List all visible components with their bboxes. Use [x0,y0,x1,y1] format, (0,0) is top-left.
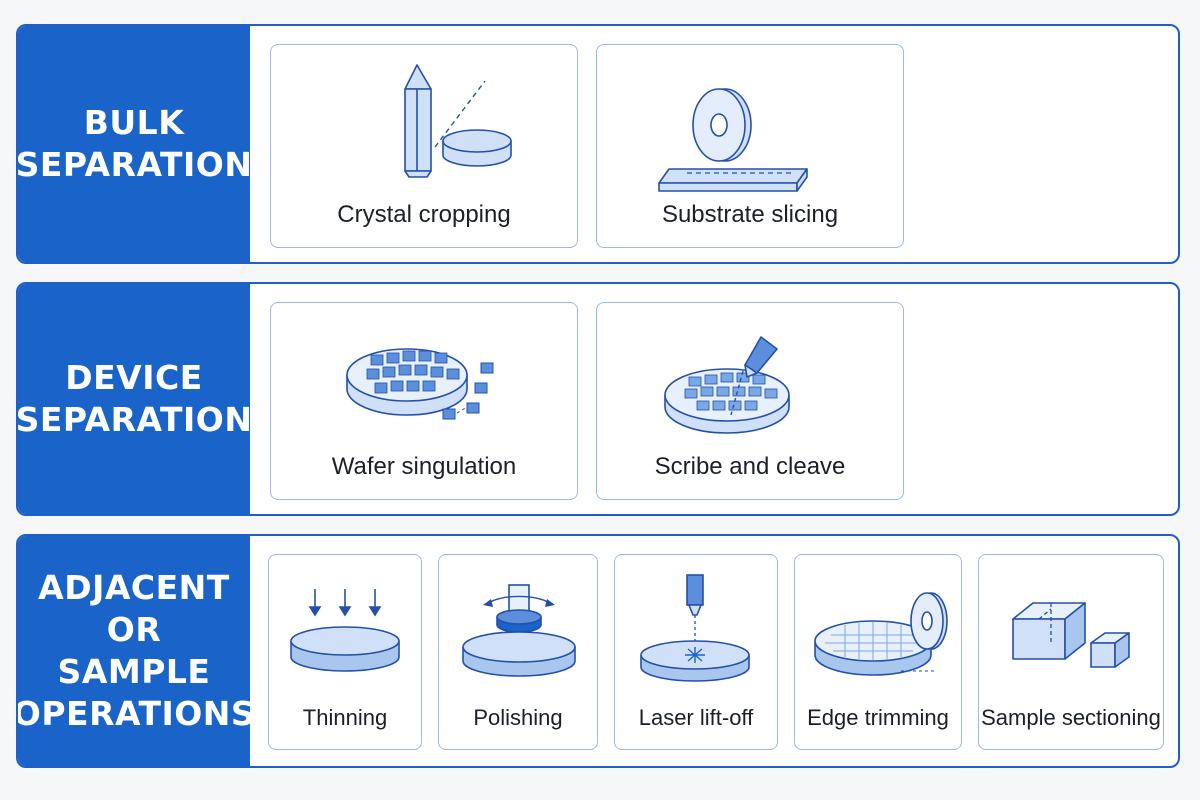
edge-trim-wheel-icon [814,592,948,676]
card-edge-trimming[interactable]: Edge trimming [794,554,962,750]
saw-blade-slicing-icon [658,88,808,192]
card-label: Wafer singulation [331,453,517,480]
card-label: Crystal cropping [337,201,511,228]
row-title-box: BULK SEPARATION [16,26,253,262]
row-title: ADJACENT OR SAMPLE OPERATIONS [16,567,256,734]
card-substrate-slicing[interactable]: Substrate slicing [596,44,904,248]
card-label: Laser lift-off [638,705,754,730]
row-device-separation: DEVICE SEPARATION [16,282,1180,516]
card-label: Polishing [473,705,563,730]
cube-section-icon [1012,602,1130,668]
card-laser-lift-off[interactable]: Laser lift-off [614,554,778,750]
card-thinning[interactable]: Thinning [268,554,422,750]
card-polishing[interactable]: Polishing [438,554,598,750]
card-label: Thinning [302,705,388,730]
card-label: Edge trimming [807,705,949,730]
card-label: Scribe and cleave [654,453,846,480]
card-wafer-singulation[interactable]: Wafer singulation [270,302,578,500]
polishing-head-icon [462,584,576,677]
laser-beam-icon [640,574,750,682]
card-scribe-and-cleave[interactable]: Scribe and cleave [596,302,904,500]
thinning-arrows-disc-icon [290,589,400,672]
scribe-pen-wafer-icon [664,336,790,434]
row-title-box: ADJACENT OR SAMPLE OPERATIONS [18,536,255,766]
crystal-ingot-icon [404,64,512,178]
card-label: Substrate slicing [661,201,839,228]
row-title: DEVICE SEPARATION [16,357,253,439]
wafer-dice-icon [346,348,494,420]
card-sample-sectioning[interactable]: Sample sectioning [978,554,1164,750]
row-bulk-separation: BULK SEPARATION Crystal cropping [16,24,1180,264]
card-crystal-cropping[interactable]: Crystal cropping [270,44,578,248]
row-title-box: DEVICE SEPARATION [16,284,253,514]
row-adjacent-operations: ADJACENT OR SAMPLE OPERATIONS Thinning [16,534,1180,768]
card-label: Sample sectioning [981,705,1161,730]
row-title: BULK SEPARATION [16,102,253,184]
